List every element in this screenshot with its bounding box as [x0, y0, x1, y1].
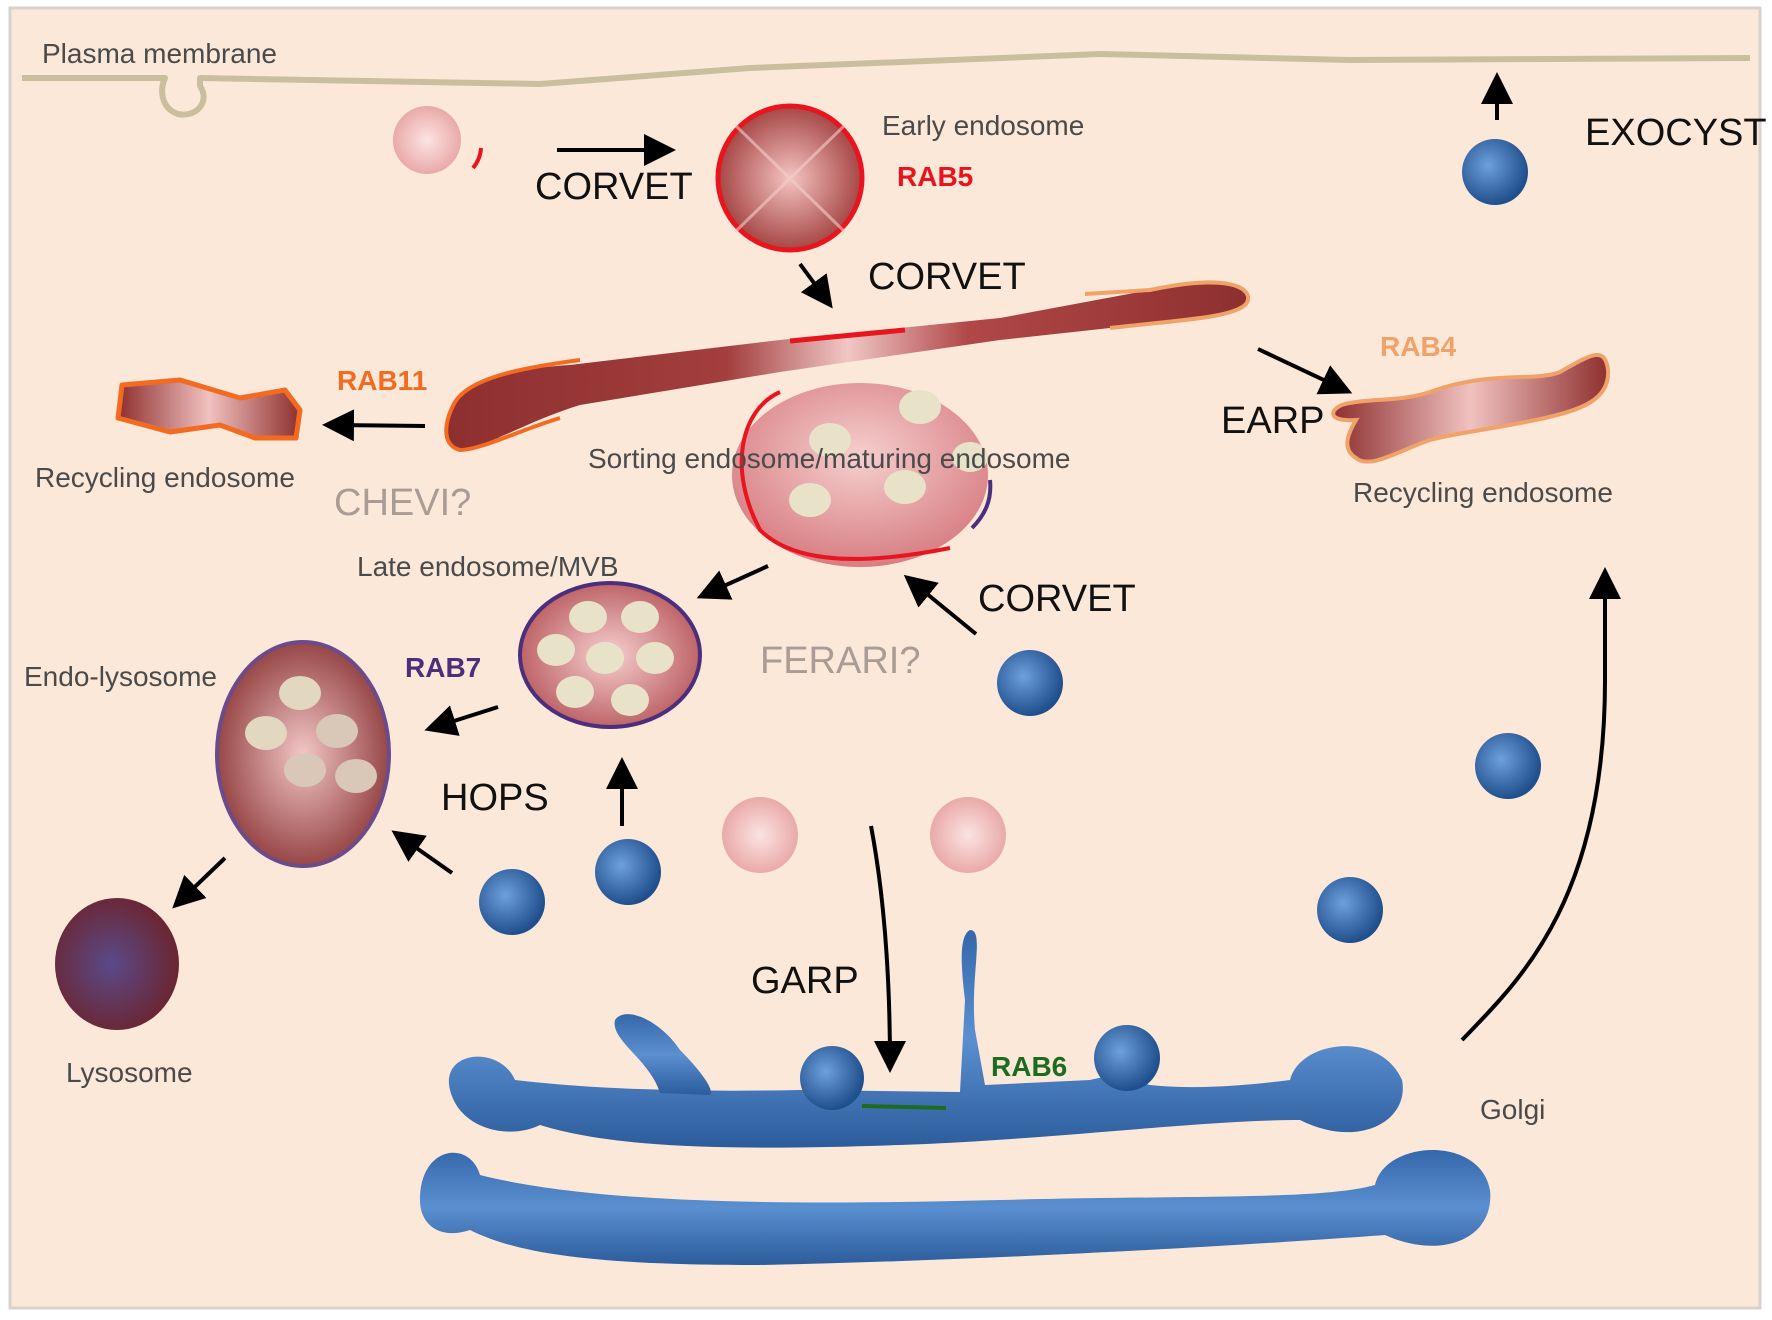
- garp-label: GARP: [751, 960, 859, 1002]
- tubule-rab11-edge: [444, 358, 581, 453]
- arrow-earp-to-recycling-right: [1257, 347, 1353, 395]
- arrow-hops-vesicle-to-endolysosome: [391, 830, 454, 875]
- chevi-label: CHEVI?: [334, 482, 472, 524]
- golgi-label: Golgi: [1480, 1094, 1546, 1125]
- arrow-early-to-sorting: [798, 262, 833, 309]
- rab6-patch: [861, 1104, 947, 1110]
- endolysosome-content: [316, 714, 358, 748]
- pink-vesicle: [722, 797, 798, 873]
- rab4-label: RAB4: [1380, 331, 1457, 362]
- lysosome-label: Lysosome: [66, 1057, 193, 1088]
- tubule-rab4-edge: [1084, 280, 1251, 330]
- blue-vesicle: [1462, 139, 1528, 205]
- arrow-garp-to-golgi: [869, 825, 906, 1073]
- mvb-intraluminal-vesicle: [537, 634, 575, 666]
- corvet-label-bottom: CORVET: [978, 578, 1136, 620]
- blue-vesicle: [1317, 877, 1383, 943]
- intraluminal-vesicle: [899, 390, 941, 424]
- recycling-endosome-right: [1331, 352, 1611, 464]
- intraluminal-vesicle: [789, 483, 831, 517]
- endolysosome-content: [279, 676, 321, 710]
- intraluminal-vesicle: [809, 423, 851, 457]
- hops-label: HOPS: [441, 777, 549, 819]
- blue-vesicle: [595, 839, 661, 905]
- mvb-intraluminal-vesicle: [556, 676, 594, 708]
- intraluminal-vesicle: [884, 470, 926, 504]
- rab5-label: RAB5: [897, 161, 974, 192]
- arrow-sorting-to-mvb: [696, 564, 769, 600]
- pink-vesicle: [930, 797, 1006, 873]
- blue-vesicle: [1475, 733, 1541, 799]
- mvb-intraluminal-vesicle: [636, 642, 674, 674]
- rab11-label: RAB11: [337, 365, 428, 396]
- rab6-label: RAB6: [991, 1051, 1068, 1082]
- arrow-corvet-vesicle-to-sorting: [903, 574, 978, 636]
- early-endosome-label: Early endosome: [882, 110, 1085, 141]
- blue-vesicle: [479, 869, 545, 935]
- arrow-mvb-to-endolysosome: [424, 705, 499, 736]
- endolysosome-content: [335, 759, 377, 793]
- golgi-vesicle: [800, 1046, 864, 1110]
- sorting-endosome-label: Sorting endosome/maturing endosome: [588, 443, 1071, 474]
- mvb-intraluminal-vesicle: [611, 684, 649, 716]
- endolysosome-content: [245, 716, 287, 750]
- mvb-intraluminal-vesicle: [586, 642, 624, 674]
- recycling-endosome-left: [115, 377, 303, 441]
- endolysosome-content: [284, 753, 326, 787]
- intraluminal-vesicle: [952, 442, 988, 472]
- earp-label: EARP: [1221, 400, 1325, 442]
- golgi-vesicle: [1094, 1025, 1160, 1091]
- late-endosome-label: Late endosome/MVB: [357, 551, 619, 582]
- recycling-endosome-right-label: Recycling endosome: [1353, 477, 1613, 508]
- exocyst-label: EXOCYST: [1585, 112, 1767, 154]
- recycling-endosome-left-label: Recycling endosome: [35, 462, 295, 493]
- arrow-to-recycling-left: [322, 409, 426, 442]
- ferari-label: FERARI?: [760, 640, 921, 682]
- arrow-endolysosome-to-lysosome: [172, 856, 227, 909]
- rab7-label: RAB7: [405, 652, 482, 683]
- rab5-patch-vesicle: [471, 147, 483, 170]
- golgi-bud: [614, 1014, 711, 1095]
- sorting-endosome-rab7-rim: [970, 479, 993, 530]
- tubule-rab5-patch: [789, 327, 906, 344]
- mvb-intraluminal-vesicle: [569, 601, 607, 633]
- golgi-cisterna-lower: [420, 1150, 1491, 1265]
- sorting-endosome-tubule: [446, 282, 1249, 450]
- plasma-membrane-label: Plasma membrane: [42, 38, 277, 69]
- early-endosome-highlight: [733, 123, 847, 234]
- mvb-intraluminal-vesicle: [621, 601, 659, 633]
- sorting-endosome: [732, 383, 988, 567]
- corvet-label-mid: CORVET: [868, 256, 1026, 298]
- arrow-golgi-to-recycling: [1460, 567, 1621, 1042]
- sorting-endosome-rab5-rim: [739, 390, 951, 561]
- lysosome: [55, 898, 179, 1030]
- blue-vesicle: [997, 650, 1063, 716]
- endo-lysosome-label: Endo-lysosome: [24, 661, 217, 692]
- plasma-membrane: [22, 51, 1751, 118]
- corvet-label-top: CORVET: [535, 166, 693, 208]
- endocytic-vesicle: [393, 106, 461, 174]
